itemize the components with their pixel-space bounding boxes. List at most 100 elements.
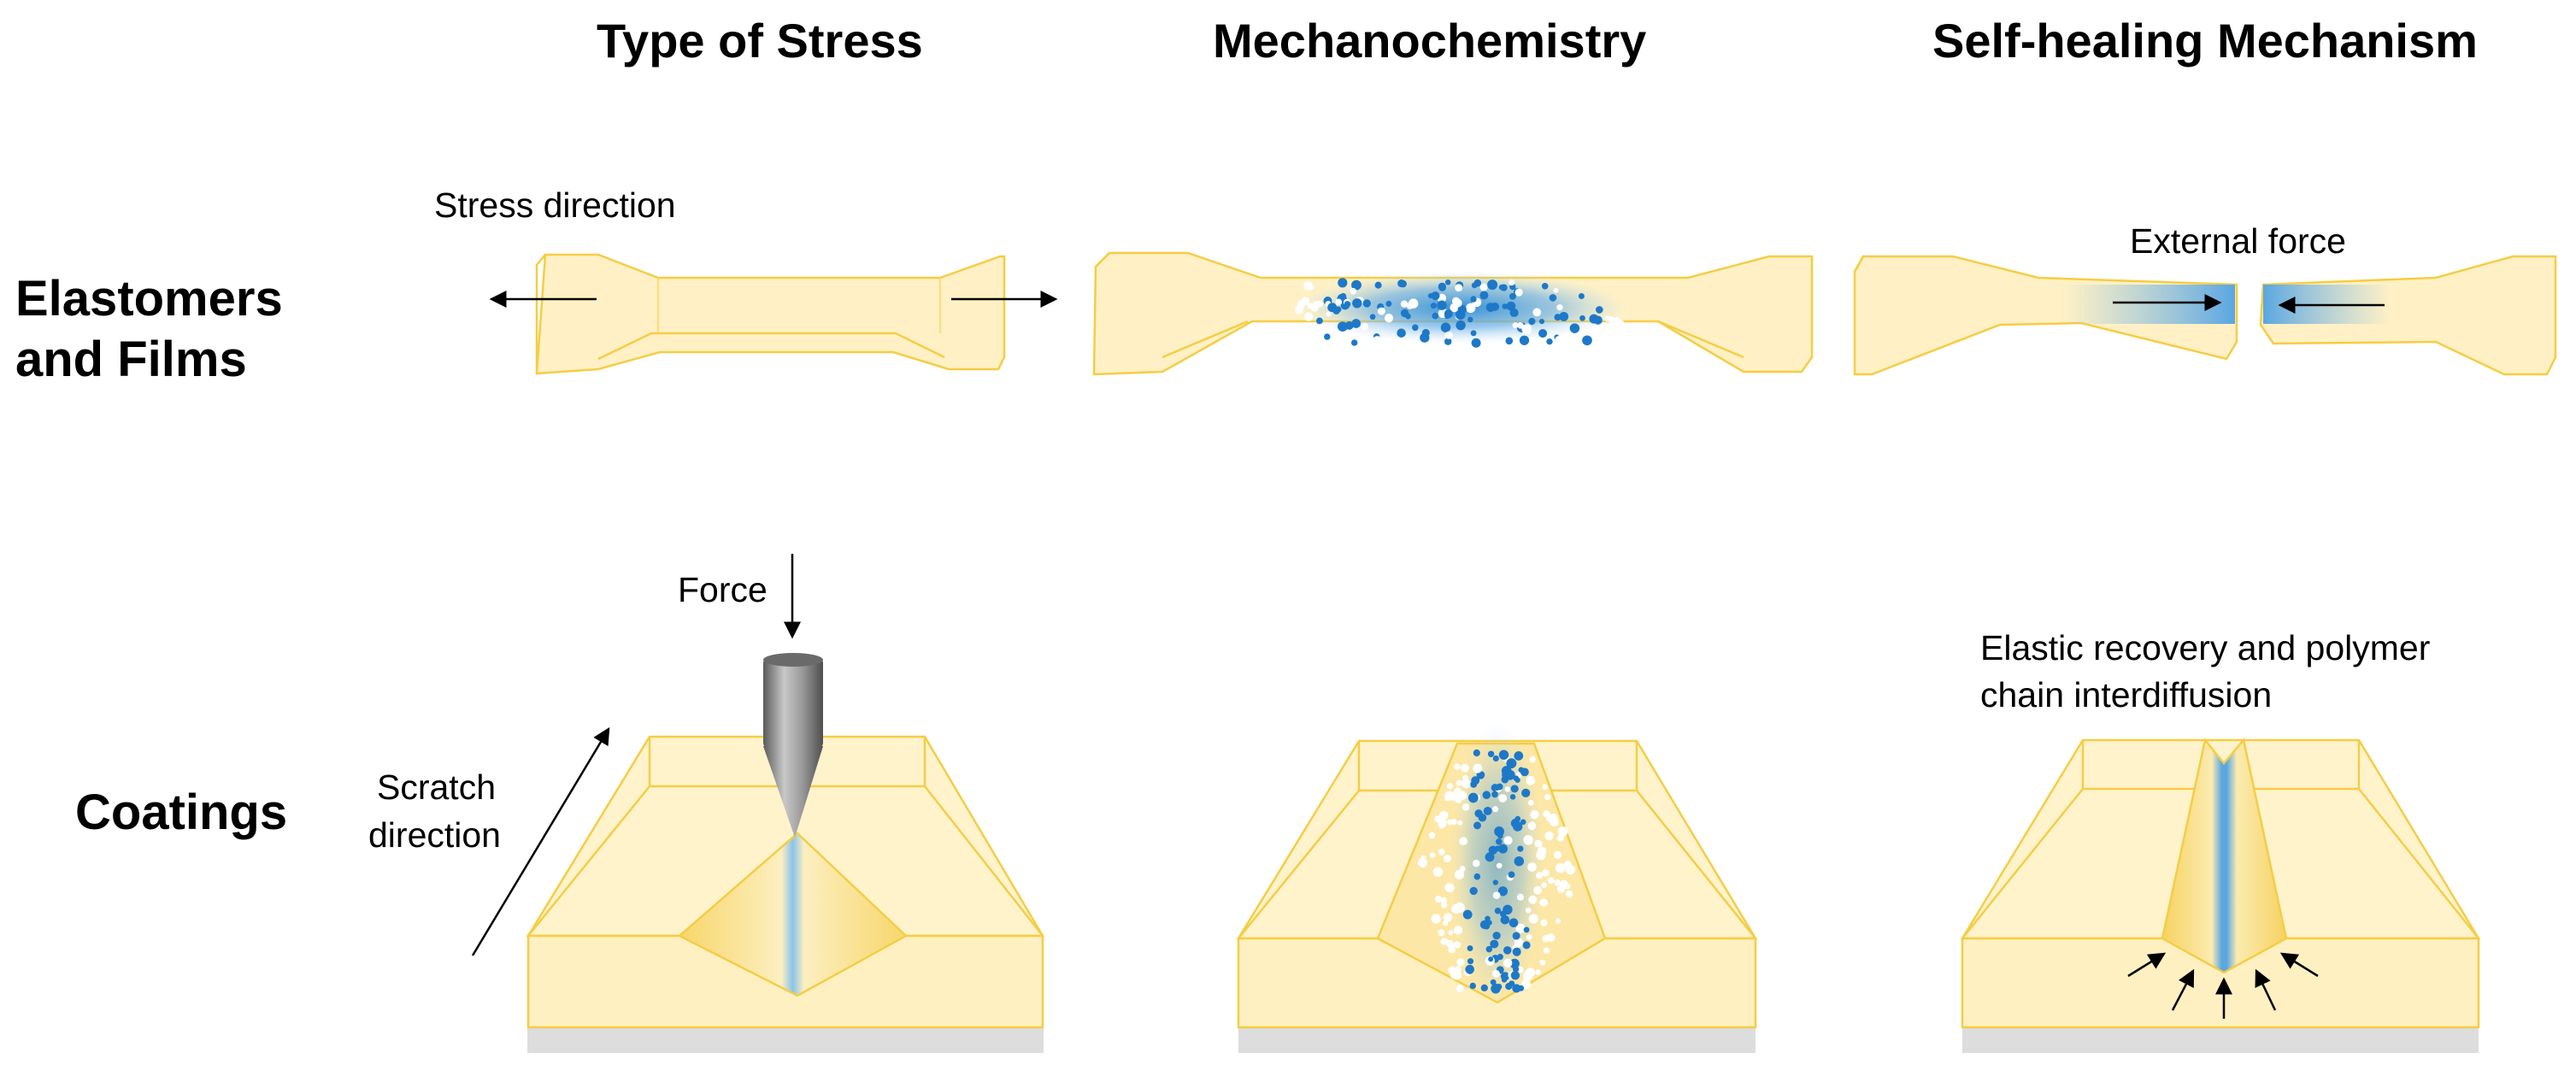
mechanophore-dot	[1450, 819, 1457, 826]
mechanophore-dot	[1494, 826, 1504, 837]
mechanophore-dot	[1492, 806, 1499, 813]
mechanophore-dot	[1442, 920, 1449, 926]
mechanophore-dot	[1473, 873, 1481, 880]
label-scratch-line1: Scratch	[377, 767, 496, 807]
label-recovery-line1: Elastic recovery and polymer	[1980, 628, 2431, 667]
mechanophore-dot	[1536, 840, 1543, 848]
row-title-elastomers-line2: and Films	[15, 332, 247, 387]
mechanophore-dot	[1316, 317, 1323, 325]
mechanophore-dot	[1538, 319, 1545, 325]
mechanophore-dot	[1488, 956, 1494, 962]
mechanophore-dot	[1547, 877, 1555, 885]
mechanophore-dot	[1521, 788, 1531, 797]
mechanophore-dot	[1498, 794, 1508, 803]
indenter-tip	[763, 653, 823, 838]
mechanophore-dot	[1542, 784, 1548, 791]
mechanophore-dot	[1535, 969, 1542, 975]
mechanophore-dot	[1492, 891, 1501, 899]
mechanophore-dot	[1335, 298, 1343, 306]
mechanophore-dot	[1443, 913, 1453, 922]
mechanophore-dot	[1527, 862, 1537, 872]
mechanophore-dot	[1514, 288, 1523, 297]
mechanophore-dot	[1516, 893, 1525, 901]
mechanophore-dot	[1430, 303, 1437, 309]
mechanophore-dot	[1556, 304, 1563, 311]
mechanophore-dot	[1467, 945, 1473, 952]
mechanophore-dot	[1485, 915, 1491, 922]
mechanophore-dot	[1522, 941, 1531, 950]
mechanophore-dot	[1527, 821, 1537, 831]
mechanophore-dot	[1492, 879, 1498, 885]
mechanophore-dot	[1498, 844, 1508, 854]
mechanophore-dot	[1612, 327, 1621, 337]
mechanophore-dot	[1493, 985, 1501, 992]
mechanophore-dot	[1350, 287, 1357, 295]
mechanophore-dot	[1438, 823, 1444, 829]
mechanophore-dot	[1514, 856, 1525, 867]
mechanophore-dot	[1301, 297, 1310, 306]
mechanophore-dot	[1542, 869, 1550, 877]
row-title-elastomers-line1: Elastomers	[15, 271, 283, 326]
mechanophore-dot	[1539, 898, 1549, 907]
mechanophore-dot	[1543, 810, 1550, 818]
mechanophore-dot	[1557, 826, 1568, 837]
mechanophore-dot	[1582, 335, 1592, 346]
mechanophore-dot	[1479, 283, 1488, 291]
mechanophore-dot	[1479, 291, 1489, 300]
mechanophore-dot	[1385, 300, 1392, 307]
mechanophore-dot	[1490, 979, 1497, 985]
mechanophore-dot	[1344, 301, 1351, 308]
mechanophore-dot	[1494, 907, 1502, 914]
mechanophore-dot	[1565, 890, 1573, 898]
mechanophore-dot	[1467, 958, 1474, 965]
mechanophore-dot	[1412, 324, 1419, 332]
mechanophore-dot	[1472, 859, 1480, 867]
mechanophore-dot	[1509, 292, 1516, 300]
mechanophore-dot	[1544, 831, 1554, 841]
mechanophore-dot	[1480, 984, 1488, 992]
mechanophore-dot	[1608, 332, 1614, 339]
row-title-coatings: Coatings	[75, 785, 288, 840]
mechanophore-dot	[1506, 758, 1517, 769]
mechanophore-dot	[1473, 821, 1481, 830]
coating-block-scratch	[526, 735, 1045, 1053]
mechanophore-dot	[1428, 832, 1436, 839]
mechanophore-dot	[1454, 903, 1465, 913]
mechanophore-dot	[1295, 328, 1306, 339]
mechanophore-dot	[1520, 979, 1531, 989]
mechanophore-dot	[1490, 939, 1499, 949]
mechanophore-dot	[1455, 309, 1466, 320]
mechanophore-dot	[1549, 294, 1557, 302]
mechanophore-dot	[1444, 796, 1450, 802]
mechanophore-dot	[1437, 300, 1447, 310]
mechanophore-dot	[1559, 311, 1569, 321]
mechanophore-dot	[1462, 909, 1473, 920]
healing-zone-left	[2061, 285, 2235, 324]
mechanophore-dot	[1485, 852, 1495, 862]
mechanophore-dot	[1569, 323, 1580, 333]
mechanophore-dot	[1473, 763, 1483, 773]
mechanophore-dot	[1527, 799, 1534, 806]
mechanophore-dot	[1501, 775, 1509, 784]
mechanophore-dot	[1434, 896, 1443, 903]
mechanophore-dot	[1391, 340, 1397, 346]
mechanophore-dot	[1454, 763, 1461, 770]
mechanophore-dot	[1467, 967, 1473, 974]
mechanophore-dot	[1512, 932, 1520, 940]
mechanophore-dot	[1438, 282, 1446, 291]
mechanophore-dot	[1517, 966, 1524, 973]
mechanophore-dot	[1399, 279, 1407, 288]
mechanophore-dot	[1498, 750, 1509, 760]
mechanophore-dot	[1546, 338, 1553, 345]
mechanophore-dot	[1456, 320, 1466, 331]
mechanophore-dot	[1492, 932, 1501, 940]
mechanophore-dot	[1517, 845, 1524, 852]
mechanophore-dot	[1459, 866, 1466, 873]
mechanophore-dot	[1482, 791, 1491, 799]
label-scratch-line2: direction	[368, 815, 501, 855]
mechanophore-dot	[1450, 972, 1458, 979]
mechanophore-dot	[1553, 850, 1562, 860]
mechanophore-dot	[1550, 813, 1558, 821]
mechanophore-dot	[1492, 755, 1499, 762]
label-external-force: External force	[2130, 221, 2346, 261]
